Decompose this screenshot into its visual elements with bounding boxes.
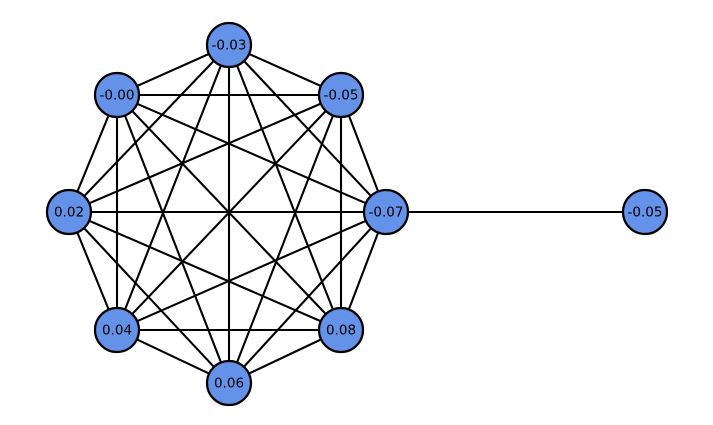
node-hub-right[interactable]: -0.07 [362, 188, 410, 236]
node-bottom[interactable]: 0.06 [205, 359, 253, 407]
node-upper-left[interactable]: -0.00 [93, 71, 141, 119]
node-lower-right[interactable]: 0.08 [317, 306, 365, 354]
node-pendant-far-right-circle[interactable] [621, 188, 669, 236]
node-lower-left[interactable]: 0.04 [93, 306, 141, 354]
graph-edge [227, 210, 388, 385]
node-left[interactable]: 0.02 [45, 188, 93, 236]
node-top[interactable]: -0.03 [205, 21, 253, 69]
graph-edge [67, 93, 343, 214]
node-lower-right-circle[interactable] [317, 306, 365, 354]
node-upper-left-circle[interactable] [93, 71, 141, 119]
node-upper-right-circle[interactable] [317, 71, 365, 119]
node-left-circle[interactable] [45, 188, 93, 236]
graph-edge [67, 210, 231, 385]
edge-layer [67, 43, 647, 385]
graph-edge [115, 93, 231, 385]
node-layer: -0.03 -0.00 -0.05 0.02 -0.07 0.04 0.08 0.06 -0.0… [45, 21, 669, 407]
graph-edge [227, 43, 388, 214]
node-lower-left-circle[interactable] [93, 306, 141, 354]
node-bottom-circle[interactable] [205, 359, 253, 407]
graph-edge [115, 210, 388, 332]
node-top-circle[interactable] [205, 21, 253, 69]
graph-edge [227, 93, 343, 385]
node-upper-right[interactable]: -0.05 [317, 71, 365, 119]
node-pendant-far-right[interactable]: -0.05 [621, 188, 669, 236]
node-hub-right-circle[interactable] [362, 188, 410, 236]
